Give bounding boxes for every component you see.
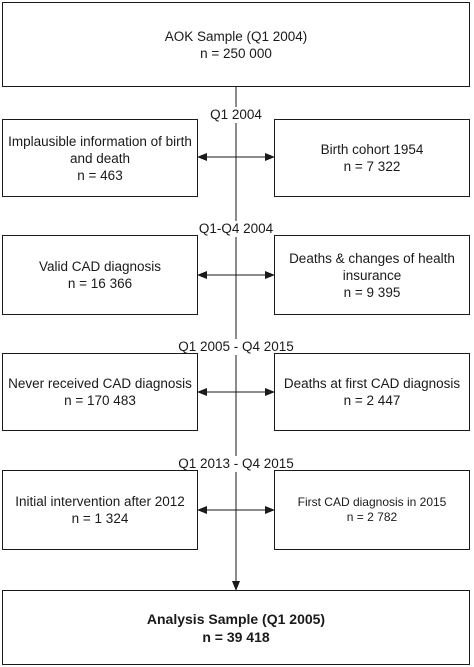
stage-4-label: Q1 2013 - Q4 2015 xyxy=(175,456,297,472)
deaths-insurance-box: Deaths & changes of health insurance n =… xyxy=(274,235,470,315)
birth-cohort-count: n = 7 322 xyxy=(343,159,401,174)
first-cad-2015-box: First CAD diagnosis in 2015 n = 2 782 xyxy=(274,470,470,550)
implausible-info-box: Implausible information of birth and dea… xyxy=(2,119,198,197)
implausible-info-count: n = 463 xyxy=(77,167,123,183)
initial-intervention-label: Initial intervention after 2012 xyxy=(15,494,185,509)
never-cad-count: n = 170 483 xyxy=(64,393,136,408)
deaths-first-cad-label: Deaths at first CAD diagnosis xyxy=(283,376,461,391)
deaths-first-cad-box: Deaths at first CAD diagnosis n = 2 447 xyxy=(274,353,470,431)
deaths-insurance-count: n = 9 395 xyxy=(343,284,401,300)
analysis-sample-title: Analysis Sample (Q1 2005) xyxy=(146,610,326,627)
deaths-first-cad-count: n = 2 447 xyxy=(343,393,401,408)
stage-2-label: Q1-Q4 2004 xyxy=(195,221,277,237)
stage-3-label: Q1 2005 - Q4 2015 xyxy=(175,339,297,355)
analysis-sample-box: Analysis Sample (Q1 2005) n = 39 418 xyxy=(2,590,470,665)
implausible-info-line1: Implausible information of birth xyxy=(8,133,192,149)
first-cad-2015-count: n = 2 782 xyxy=(346,510,398,524)
valid-cad-box: Valid CAD diagnosis n = 16 366 xyxy=(2,235,198,315)
valid-cad-label: Valid CAD diagnosis xyxy=(38,259,162,274)
birth-cohort-box: Birth cohort 1954 n = 7 322 xyxy=(274,119,470,197)
valid-cad-count: n = 16 366 xyxy=(67,276,133,291)
initial-intervention-count: n = 1 324 xyxy=(71,511,129,526)
implausible-info-line2: and death xyxy=(69,150,131,166)
birth-cohort-label: Birth cohort 1954 xyxy=(320,142,424,157)
aok-sample-count: n = 250 000 xyxy=(200,45,272,61)
never-cad-label: Never received CAD diagnosis xyxy=(8,376,192,391)
initial-intervention-box: Initial intervention after 2012 n = 1 32… xyxy=(2,470,198,550)
deaths-insurance-line2: insurance xyxy=(342,267,402,283)
deaths-insurance-line1: Deaths & changes of health xyxy=(289,250,455,266)
aok-sample-title: AOK Sample (Q1 2004) xyxy=(164,28,308,44)
aok-sample-box: AOK Sample (Q1 2004) n = 250 000 xyxy=(2,2,470,87)
stage-1-label: Q1 2004 xyxy=(207,107,265,123)
never-cad-box: Never received CAD diagnosis n = 170 483 xyxy=(2,353,198,431)
first-cad-2015-label: First CAD diagnosis in 2015 xyxy=(297,495,447,509)
analysis-sample-count: n = 39 418 xyxy=(202,628,270,645)
